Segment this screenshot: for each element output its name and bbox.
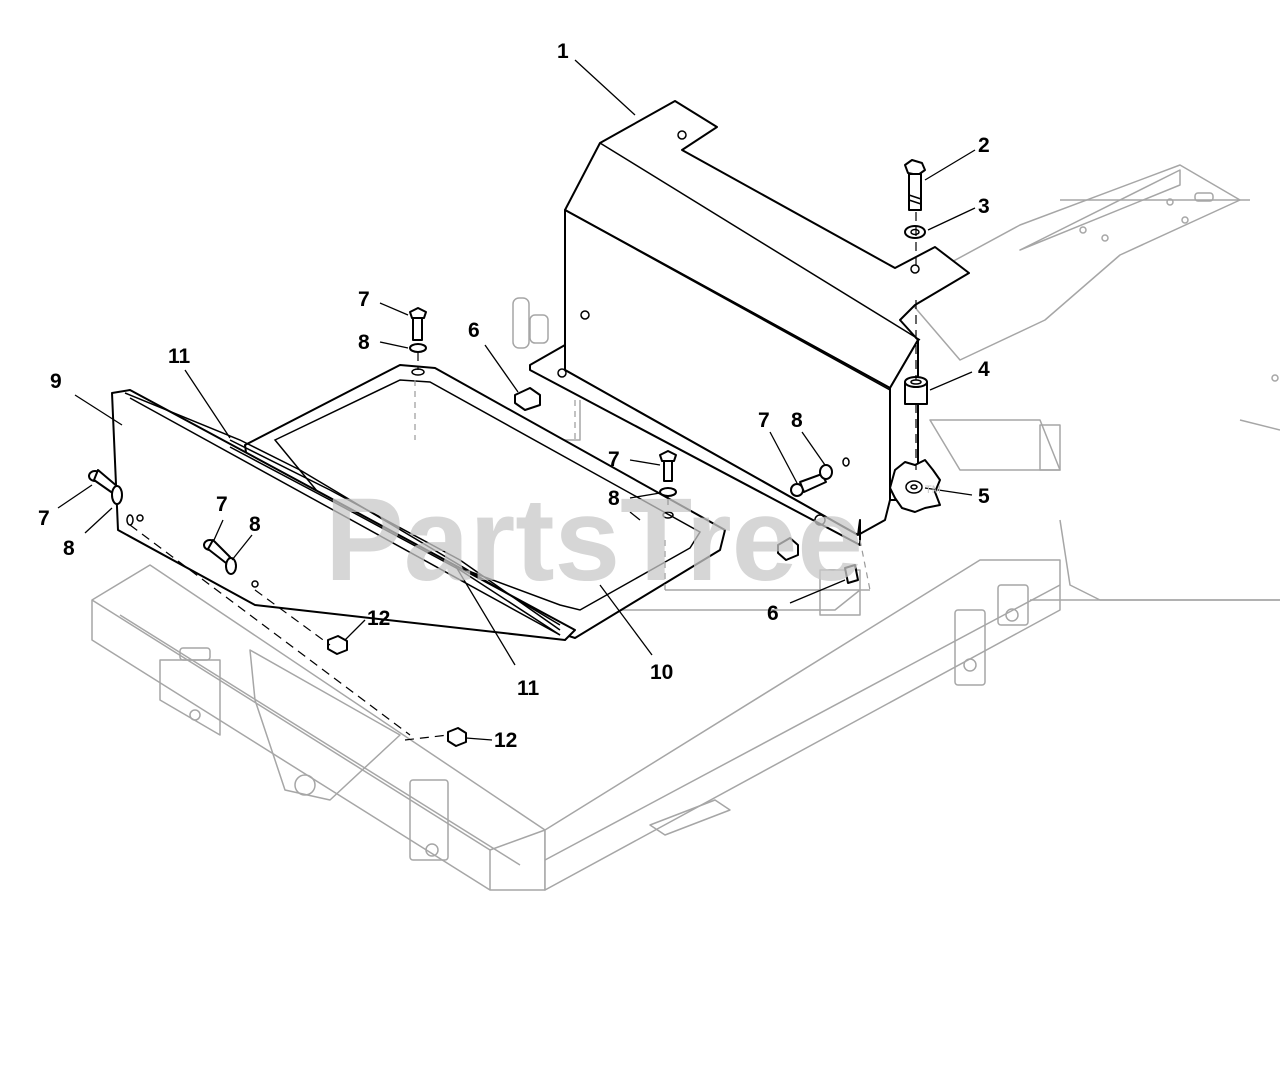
part-12-nut-upper <box>327 635 348 655</box>
bolt-washer-set-left-1 <box>88 469 134 526</box>
callout-7-top: 7 <box>358 288 370 311</box>
callout-7-center: 7 <box>608 448 620 471</box>
callout-4: 4 <box>978 358 990 381</box>
chassis-frame <box>91 164 1280 891</box>
callout-7-left: 7 <box>38 507 50 530</box>
bolt-washer-set-center <box>659 450 677 519</box>
part-6-clip-lower <box>777 537 859 584</box>
part-2-bolt <box>904 159 926 211</box>
watermark-tm: TM <box>925 484 941 496</box>
callout-8-right: 8 <box>791 409 803 432</box>
watermark-brand: PartsTree <box>325 474 863 606</box>
callout-8-left: 8 <box>63 537 75 560</box>
watermark: PartsTree TM <box>325 474 941 606</box>
part-4-spacer <box>904 376 928 405</box>
callout-11-bottom: 11 <box>517 677 540 700</box>
callout-3: 3 <box>978 195 990 218</box>
callout-2: 2 <box>978 134 990 157</box>
assembly-lines <box>129 212 917 741</box>
callout-11-top: 11 <box>168 345 191 368</box>
callout-7-mid: 7 <box>216 493 228 516</box>
part-9-side-plate <box>111 389 576 641</box>
callout-10: 10 <box>650 661 673 684</box>
callout-7-right: 7 <box>758 409 770 432</box>
callout-6-top: 6 <box>468 319 480 342</box>
callout-1: 1 <box>557 40 569 63</box>
callout-12-top: 12 <box>367 607 390 630</box>
callout-5: 5 <box>978 485 990 508</box>
leader-lines <box>57 59 976 741</box>
part-1-panel-bracket <box>529 100 970 546</box>
bolt-washer-set-right <box>790 457 850 497</box>
callout-numbers: 1 2 3 4 5 6 6 7 7 7 7 7 8 8 8 8 8 9 10 1… <box>38 40 990 752</box>
part-3-washer <box>904 225 926 239</box>
callout-12-bottom: 12 <box>494 729 517 752</box>
callout-6-bottom: 6 <box>767 602 779 625</box>
callout-8-mid: 8 <box>249 513 261 536</box>
bolt-washer-set-left-2 <box>203 539 237 575</box>
part-12-nut-lower <box>447 727 467 747</box>
part-11-trim-strip <box>229 439 561 636</box>
part-5-knob <box>889 459 941 513</box>
callout-8-center: 8 <box>608 487 620 510</box>
bolt-washer-set-top <box>409 307 427 376</box>
callout-9: 9 <box>50 370 62 393</box>
part-6-clip-upper <box>514 387 541 411</box>
callout-8-top: 8 <box>358 331 370 354</box>
